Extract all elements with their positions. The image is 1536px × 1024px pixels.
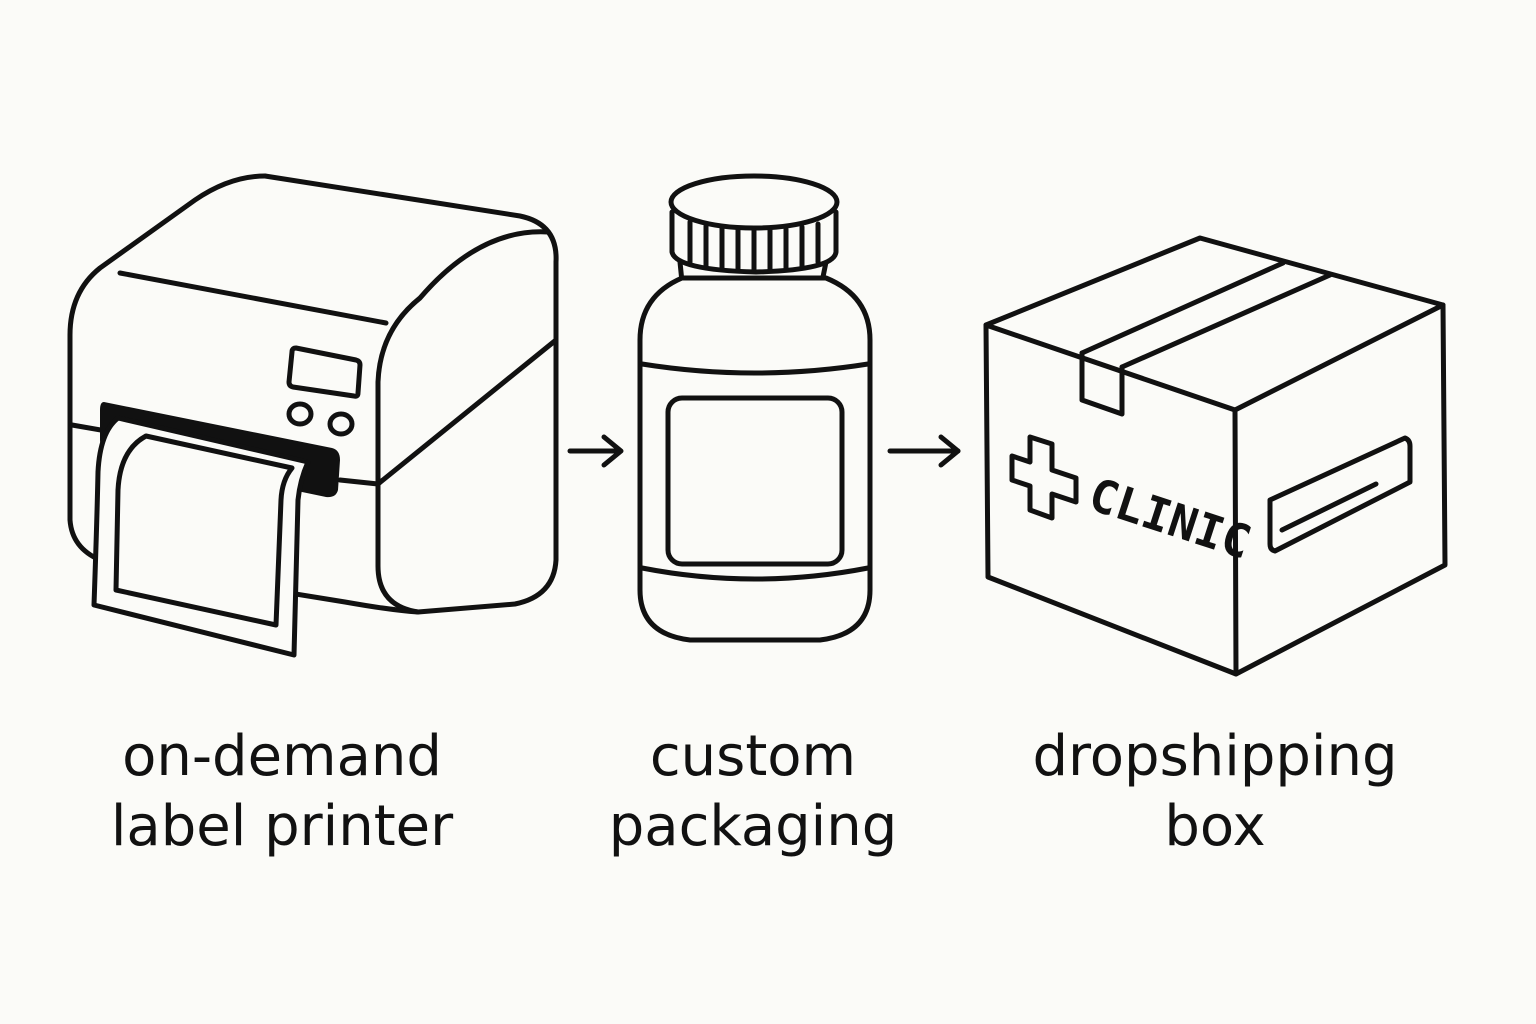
caption-line: on-demand: [122, 724, 442, 789]
caption-custom-packaging: custom packaging: [533, 722, 973, 862]
bottle-icon: [637, 173, 873, 643]
caption-line: label printer: [110, 794, 454, 859]
shipping-box-icon: CLINIC: [983, 235, 1448, 677]
box-label-text: CLINIC: [1083, 467, 1258, 570]
caption-line: custom: [649, 724, 857, 789]
caption-line: box: [1164, 794, 1266, 859]
arrow-right-icon: [887, 434, 961, 468]
caption-dropshipping-box: dropshipping box: [995, 722, 1435, 862]
caption-label-printer: on-demand label printer: [62, 722, 502, 862]
caption-line: packaging: [608, 794, 898, 859]
medical-cross-icon: [1009, 434, 1079, 521]
label-printer-icon: [67, 173, 559, 658]
arrow-right-icon: [567, 434, 624, 468]
caption-line: dropshipping: [1032, 724, 1398, 789]
